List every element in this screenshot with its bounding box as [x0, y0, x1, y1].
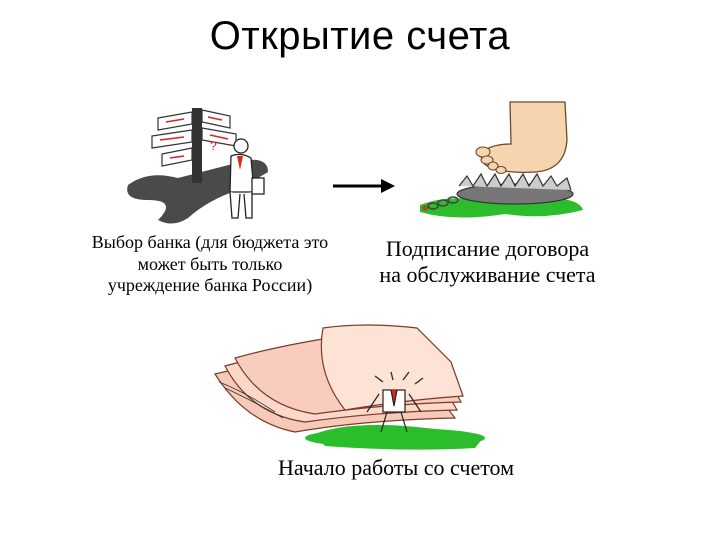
foot-trap-icon	[420, 101, 583, 218]
step-start-work-caption: Начало работы со счетом	[277, 455, 515, 480]
step-bank-choice-caption: Выбор банка (для бюджета это может быть …	[91, 232, 329, 296]
step-contract-caption: Подписание договора на обслуживание счет…	[379, 236, 596, 287]
slide-title: Открытие счета	[209, 14, 511, 58]
question-mark-icon: ?	[210, 139, 217, 153]
arrow-right-icon	[333, 179, 395, 193]
signpost-businessman-icon: ?	[127, 108, 268, 224]
paper-stack-man-icon	[214, 324, 485, 450]
